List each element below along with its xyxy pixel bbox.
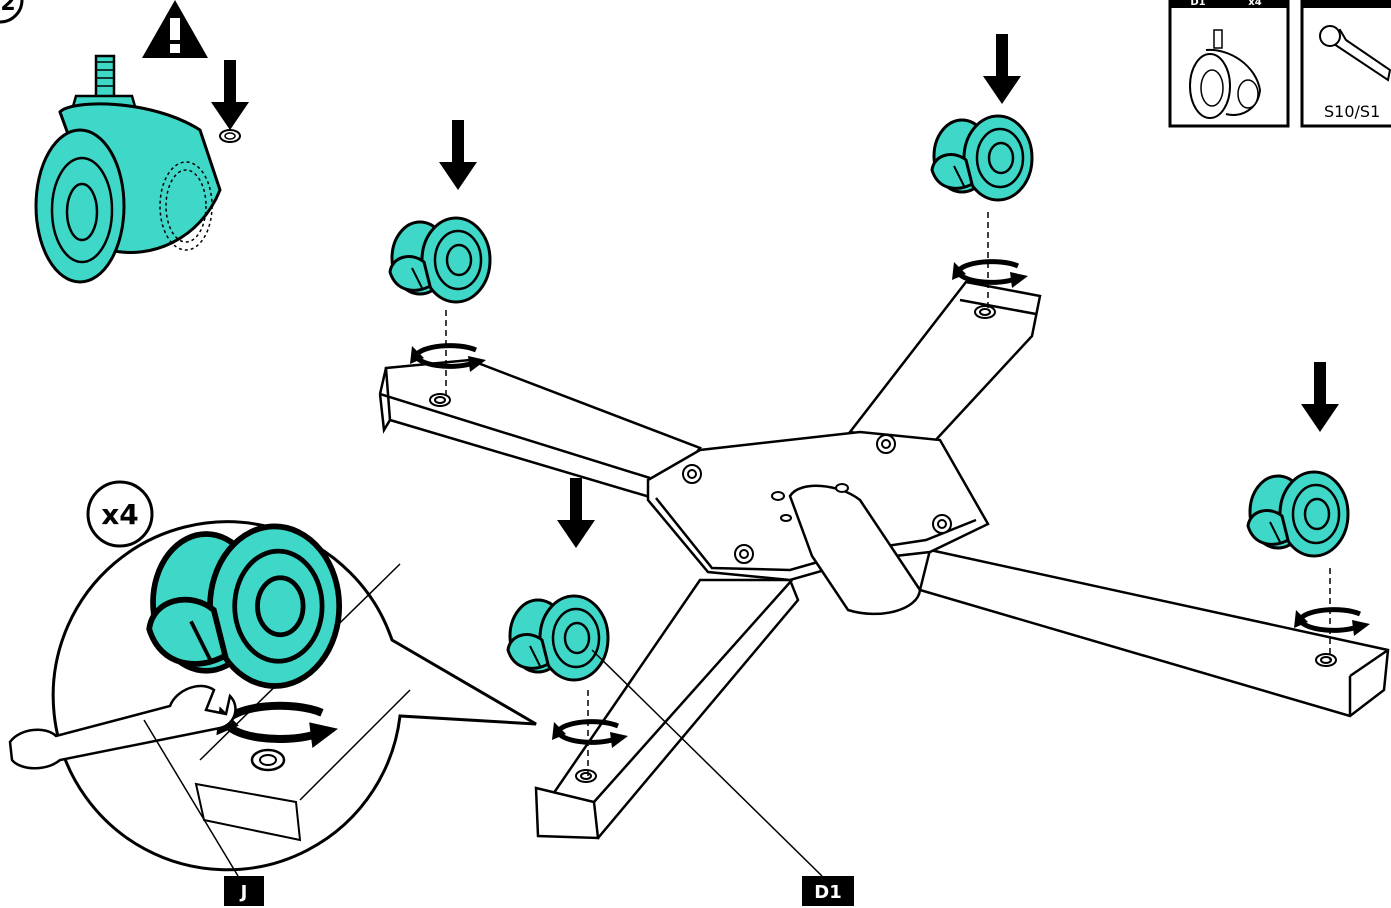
caster-front-left xyxy=(506,478,628,776)
chair-base xyxy=(378,280,1390,840)
parts-caster-qty: x4 xyxy=(1248,0,1261,8)
multiplier-text: x4 xyxy=(101,498,139,531)
step-number: 2 xyxy=(0,0,15,16)
parts-box-wrench: S10/S1 xyxy=(1300,0,1391,128)
caster-back-left xyxy=(388,120,492,398)
warning-icon xyxy=(142,0,208,58)
caster-detail xyxy=(34,54,222,284)
magnifier-callout xyxy=(8,520,537,872)
label-caster: D1 xyxy=(802,876,854,906)
multiplier-badge: x4 xyxy=(86,480,154,548)
parts-wrench-size: S10/S1 xyxy=(1324,102,1380,121)
label-wrench-text: J xyxy=(239,882,248,903)
arm-holes xyxy=(429,305,1337,783)
parts-caster-id: D1 xyxy=(1190,0,1205,8)
caster-back-right xyxy=(930,34,1034,312)
caster-icon xyxy=(1189,29,1262,119)
label-caster-text: D1 xyxy=(814,882,841,903)
step-badge: 2 xyxy=(0,0,24,24)
label-wrench: J xyxy=(224,876,264,906)
parts-box-caster: D1 x4 xyxy=(1168,0,1290,128)
leader-caster xyxy=(591,649,823,877)
leader-wrench xyxy=(143,719,239,877)
hole-marker xyxy=(219,129,241,143)
hub-bolts xyxy=(682,434,952,564)
down-arrow-icon xyxy=(211,60,249,130)
wrench-icon xyxy=(1319,25,1391,82)
caster-front-right xyxy=(1246,362,1370,660)
